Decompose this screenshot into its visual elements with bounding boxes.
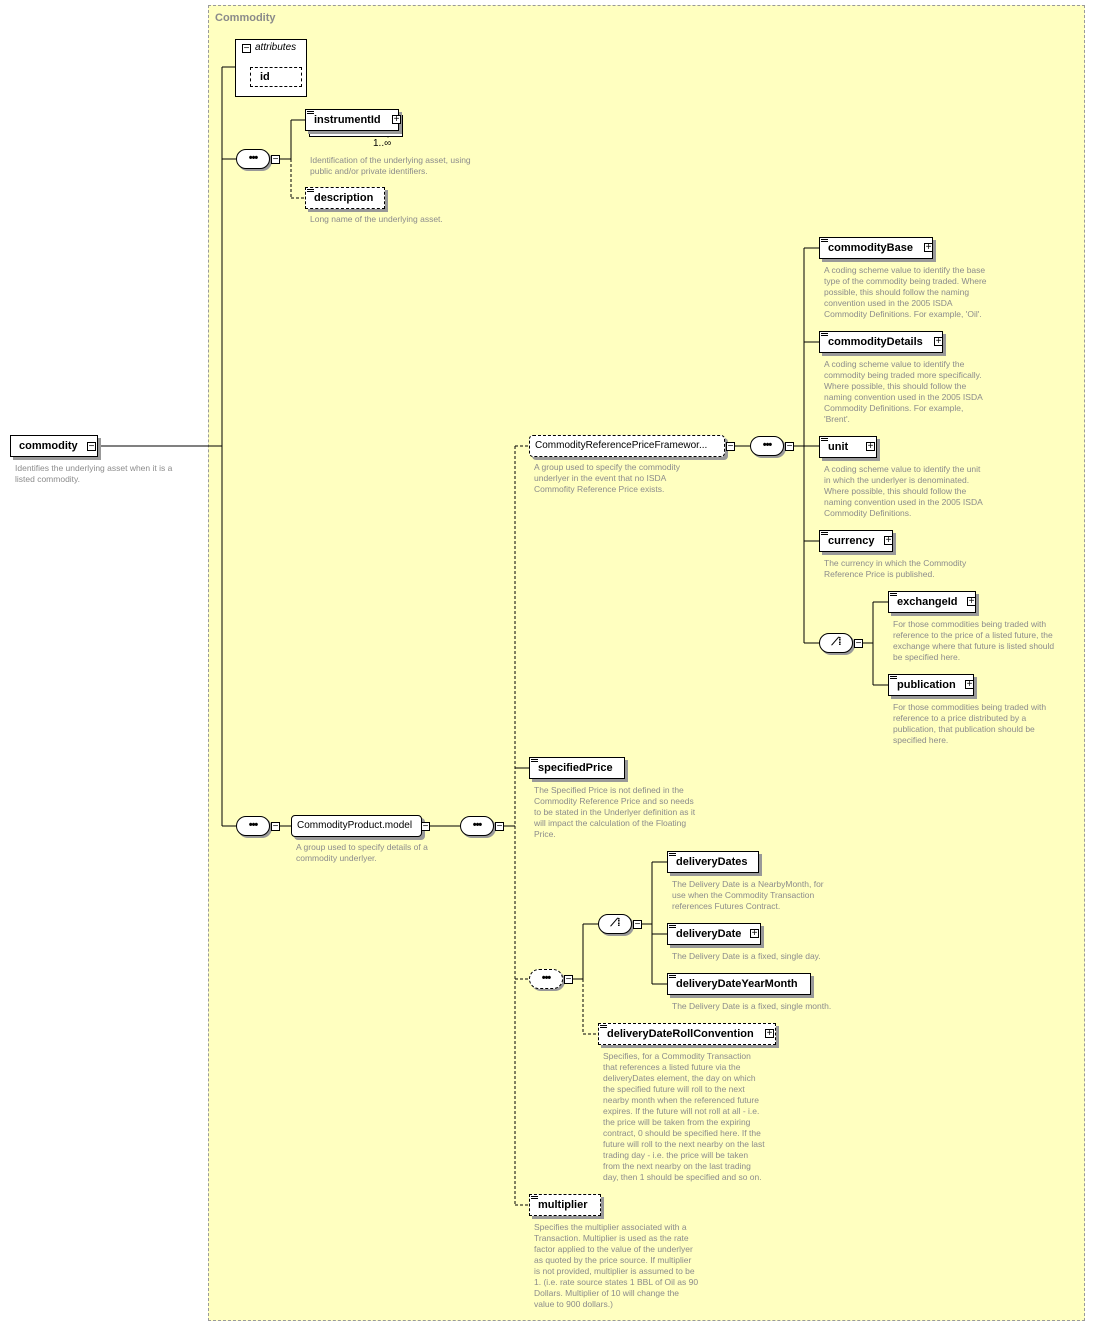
currency-label: currency — [828, 535, 875, 547]
description-element[interactable]: description — [305, 187, 385, 209]
deliveryDateYearMonth-label: deliveryDateYearMonth — [676, 978, 798, 990]
sequence-compositor[interactable]: ••• — [460, 816, 494, 836]
instrumentId-desc: Identification of the underlying asset, … — [310, 155, 471, 176]
attribute-id[interactable]: id — [250, 67, 302, 87]
instrumentId-element[interactable]: instrumentId + — [305, 109, 401, 131]
choice-compositor[interactable]: ⟋⁞ — [819, 633, 853, 653]
expand-icon[interactable]: + — [750, 928, 759, 939]
publication-label: publication — [897, 679, 956, 691]
sequence-compositor[interactable]: ••• — [236, 816, 270, 836]
expand-icon[interactable]: + — [924, 242, 933, 253]
framework-group-label: CommodityReferencePriceFramewor... — [535, 440, 708, 451]
publication-element[interactable]: publication + — [888, 674, 974, 696]
multiplier-element[interactable]: multiplier — [529, 1194, 601, 1216]
deliveryDate-element[interactable]: deliveryDate + — [667, 923, 761, 945]
sequence-compositor[interactable]: ••• — [236, 149, 270, 169]
instrumentId-label: instrumentId — [314, 114, 381, 126]
commodity-element[interactable]: commodity − — [10, 435, 98, 457]
sequence-compositor[interactable]: ••• — [750, 436, 784, 456]
deliveryDate-label: deliveryDate — [676, 928, 742, 940]
commodityDetails-label: commodityDetails — [828, 336, 923, 348]
unit-label: unit — [828, 441, 849, 453]
expand-icon[interactable]: + — [884, 535, 893, 546]
deliveryDates-label: deliveryDates — [676, 856, 748, 868]
multiplier-desc: Specifies the multiplier associated with… — [534, 1222, 699, 1309]
expand-icon[interactable]: + — [866, 441, 875, 452]
expand-icon[interactable]: + — [934, 336, 943, 347]
deliveryDateYearMonth-element[interactable]: deliveryDateYearMonth — [667, 973, 811, 995]
attributes-title: attributes — [255, 42, 297, 53]
collapse-icon[interactable]: − — [726, 441, 735, 452]
collapse-icon[interactable]: − — [271, 821, 280, 832]
commodityBase-desc: A coding scheme value to identify the ba… — [824, 265, 987, 319]
deliveryDates-element[interactable]: deliveryDates — [667, 851, 759, 873]
description-label: description — [314, 192, 374, 204]
attributes-box: − attributes id — [235, 39, 307, 97]
specifiedPrice-desc: The Specified Price is not defined in th… — [534, 785, 696, 839]
commodity-type-frame — [208, 5, 1085, 1321]
exchangeId-element[interactable]: exchangeId + — [888, 591, 976, 613]
collapse-icon[interactable]: − — [785, 441, 794, 452]
deliveryDate-desc: The Delivery Date is a fixed, single day… — [672, 951, 821, 961]
collapse-icon[interactable]: − — [242, 43, 251, 54]
sequence-compositor[interactable]: ••• — [529, 969, 563, 989]
commodityDetails-element[interactable]: commodityDetails + — [819, 331, 943, 353]
frame-title: Commodity — [215, 12, 276, 24]
deliveryDateRollConvention-element[interactable]: deliveryDateRollConvention + — [598, 1023, 776, 1045]
expand-icon[interactable]: + — [765, 1028, 774, 1039]
commodityproduct-model-label: CommodityProduct.model — [297, 820, 413, 831]
currency-element[interactable]: currency + — [819, 530, 893, 552]
commodity-label: commodity — [19, 440, 78, 452]
collapse-icon[interactable]: − — [564, 974, 573, 985]
commodity-desc: Identifies the underlying asset when it … — [15, 463, 173, 484]
deliveryDateYearMonth-desc: The Delivery Date is a fixed, single mon… — [672, 1001, 832, 1011]
unit-desc: A coding scheme value to identify the un… — [824, 464, 983, 518]
collapse-icon[interactable]: − — [421, 821, 430, 832]
commodityBase-label: commodityBase — [828, 242, 913, 254]
expand-icon[interactable]: + — [967, 596, 976, 607]
collapse-icon[interactable]: − — [495, 821, 504, 832]
expand-icon[interactable]: + — [965, 679, 974, 690]
unit-element[interactable]: unit + — [819, 436, 877, 458]
deliveryDateRollConvention-label: deliveryDateRollConvention — [607, 1028, 754, 1040]
choice-compositor[interactable]: ⟋⁞ — [598, 914, 632, 934]
collapse-icon[interactable]: − — [87, 441, 96, 452]
collapse-icon[interactable]: − — [633, 919, 642, 930]
collapse-icon[interactable]: − — [854, 638, 863, 649]
expand-icon[interactable]: + — [392, 114, 401, 125]
collapse-icon[interactable]: − — [271, 154, 280, 165]
description-desc: Long name of the underlying asset. — [310, 214, 443, 224]
instrumentId-cardinality: 1..∞ — [373, 138, 392, 149]
framework-group[interactable]: CommodityReferencePriceFramewor... — [529, 435, 725, 457]
specifiedPrice-element[interactable]: specifiedPrice — [529, 757, 625, 779]
multiplier-label: multiplier — [538, 1199, 588, 1211]
commodityBase-element[interactable]: commodityBase + — [819, 237, 933, 259]
specifiedPrice-label: specifiedPrice — [538, 762, 613, 774]
commodityproduct-model-group[interactable]: CommodityProduct.model — [291, 815, 422, 837]
exchangeId-label: exchangeId — [897, 596, 958, 608]
